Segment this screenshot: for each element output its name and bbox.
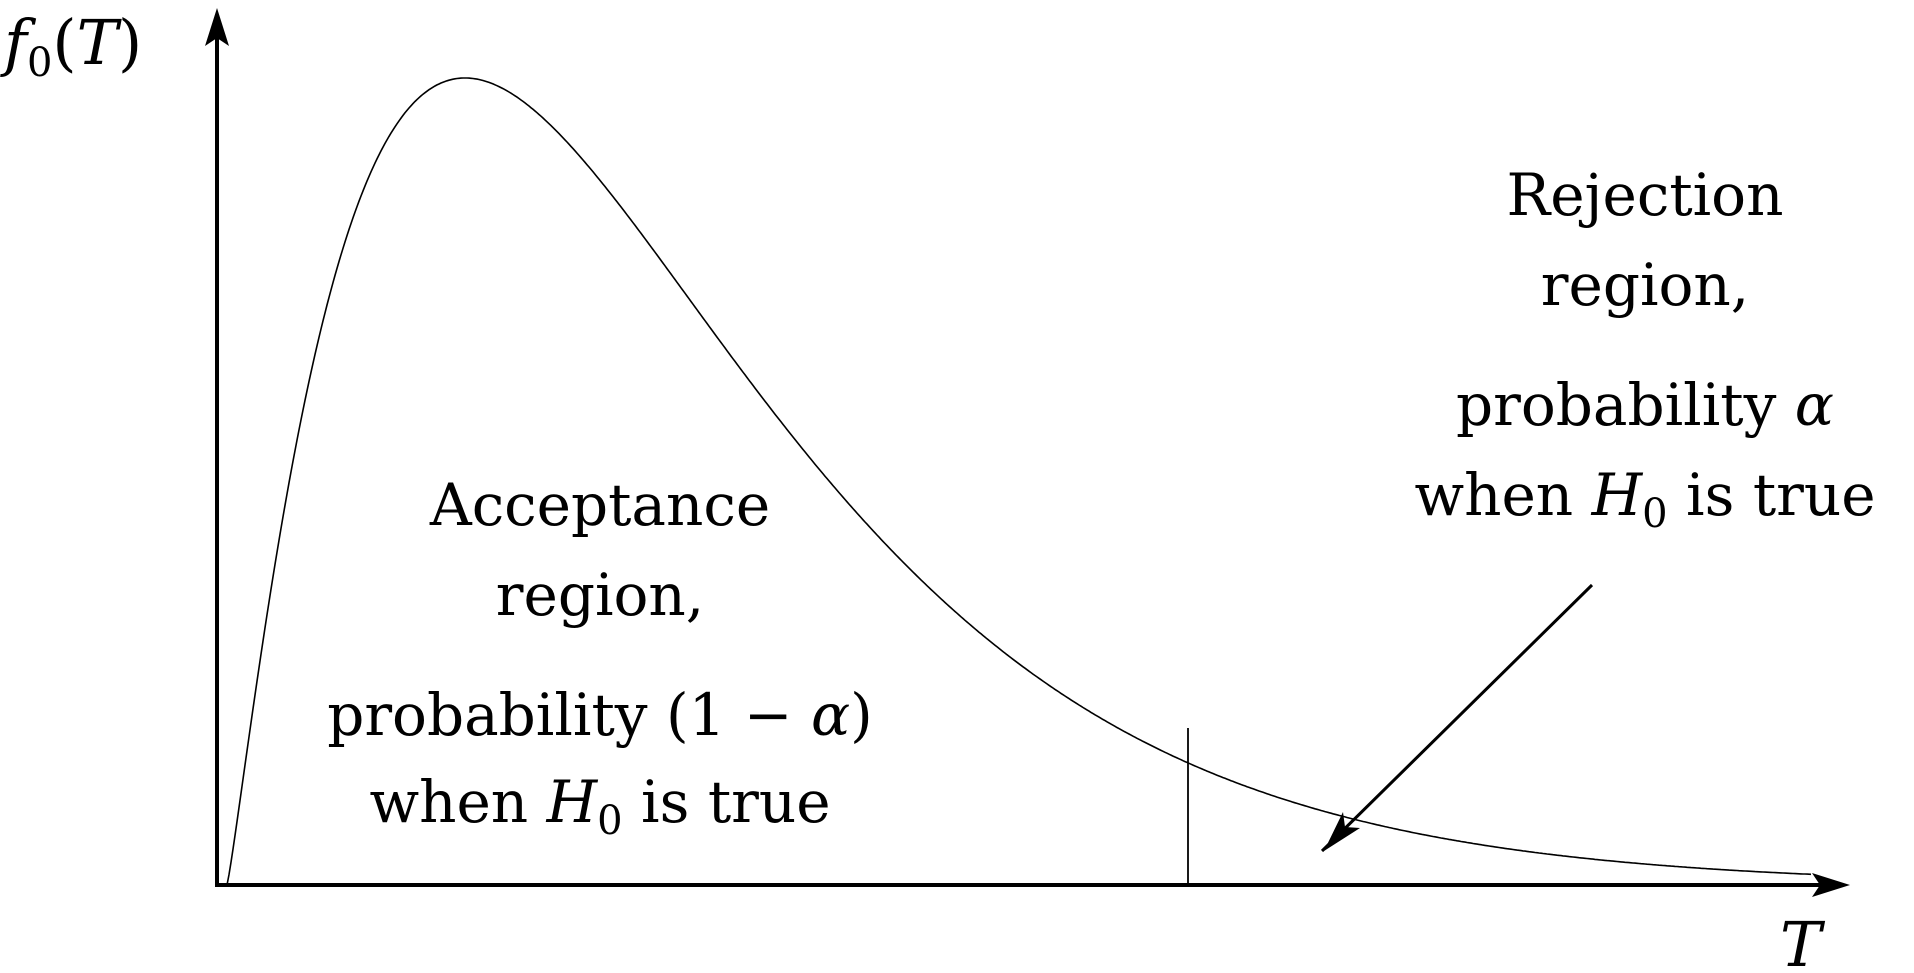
acceptance-line-2: region,	[496, 561, 704, 629]
rejection-pointer-arrowhead	[1324, 812, 1360, 851]
rejection-line-2: region,	[1541, 251, 1749, 319]
acceptance-line-1: Acceptance	[429, 471, 770, 539]
rejection-region-label: Rejection region, probability α when H0 …	[1414, 161, 1875, 537]
y-axis-arrowhead	[205, 8, 229, 46]
rejection-pointer-arrow	[1320, 583, 1594, 853]
density-curve	[226, 77, 1812, 886]
rejection-line-1: Rejection	[1507, 161, 1784, 229]
x-axis-arrowhead	[1812, 873, 1850, 897]
acceptance-line-4: when H0 is true	[369, 768, 830, 844]
acceptance-line-3: probability (1 − α)	[327, 681, 873, 749]
rejection-line-3: probability α	[1456, 371, 1834, 439]
y-axis-label: f0(T)	[0, 6, 142, 86]
acceptance-region-label: Acceptance region, probability (1 − α) w…	[327, 471, 873, 844]
rejection-line-4: when H0 is true	[1414, 461, 1875, 537]
x-axis-label: T	[1780, 908, 1826, 973]
